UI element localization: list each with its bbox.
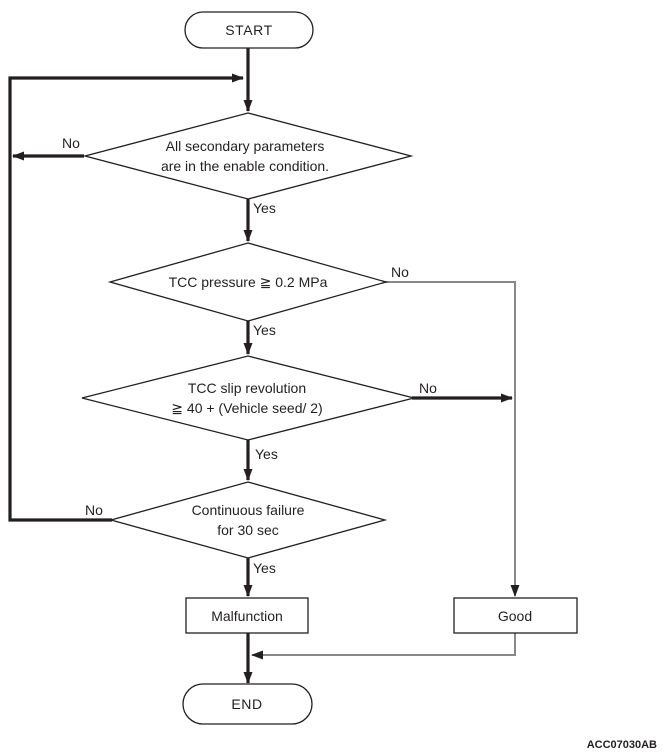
decision2-no-label: No: [391, 264, 409, 280]
malfunction-node: [185, 597, 309, 634]
decision4-yes-label: Yes: [253, 560, 276, 576]
decision1-line1: All secondary parameters: [166, 138, 325, 154]
decision1-yes-label: Yes: [253, 200, 276, 216]
malfunction-label: Malfunction: [211, 608, 283, 624]
decision4-no-label: No: [85, 502, 103, 518]
decision3-line2: ≧ 40 + (Vehicle seed/ 2): [171, 400, 322, 416]
decision-tcc-pressure: [107, 242, 389, 322]
decision4-line2: for 30 sec: [217, 522, 278, 538]
decision1-no-label: No: [62, 135, 80, 151]
end-label: END: [231, 696, 262, 712]
decision-secondary-parameters: [82, 112, 414, 200]
decision2-yes-label: Yes: [253, 322, 276, 338]
decision2-line1: TCC pressure ≧ 0.2 MPa: [169, 274, 328, 290]
decision3-line1: TCC slip revolution: [188, 380, 306, 396]
connector-good-to-end: [251, 633, 516, 660]
decision3-no-label: No: [419, 380, 437, 396]
decision4-line1: Continuous failure: [192, 502, 305, 518]
decision-tcc-slip-revolution: [81, 355, 415, 441]
decision-continuous-failure: [108, 481, 388, 559]
good-node: [453, 597, 578, 634]
decision1-line2: are in the enable condition.: [161, 158, 329, 174]
start-node: [184, 11, 314, 49]
good-label: Good: [498, 608, 532, 624]
start-label: START: [225, 22, 273, 38]
connector-no-loopback: [8, 73, 244, 522]
figure-code: ACC07030AB: [587, 739, 657, 751]
end-node: [182, 683, 313, 725]
decision3-yes-label: Yes: [255, 446, 278, 462]
